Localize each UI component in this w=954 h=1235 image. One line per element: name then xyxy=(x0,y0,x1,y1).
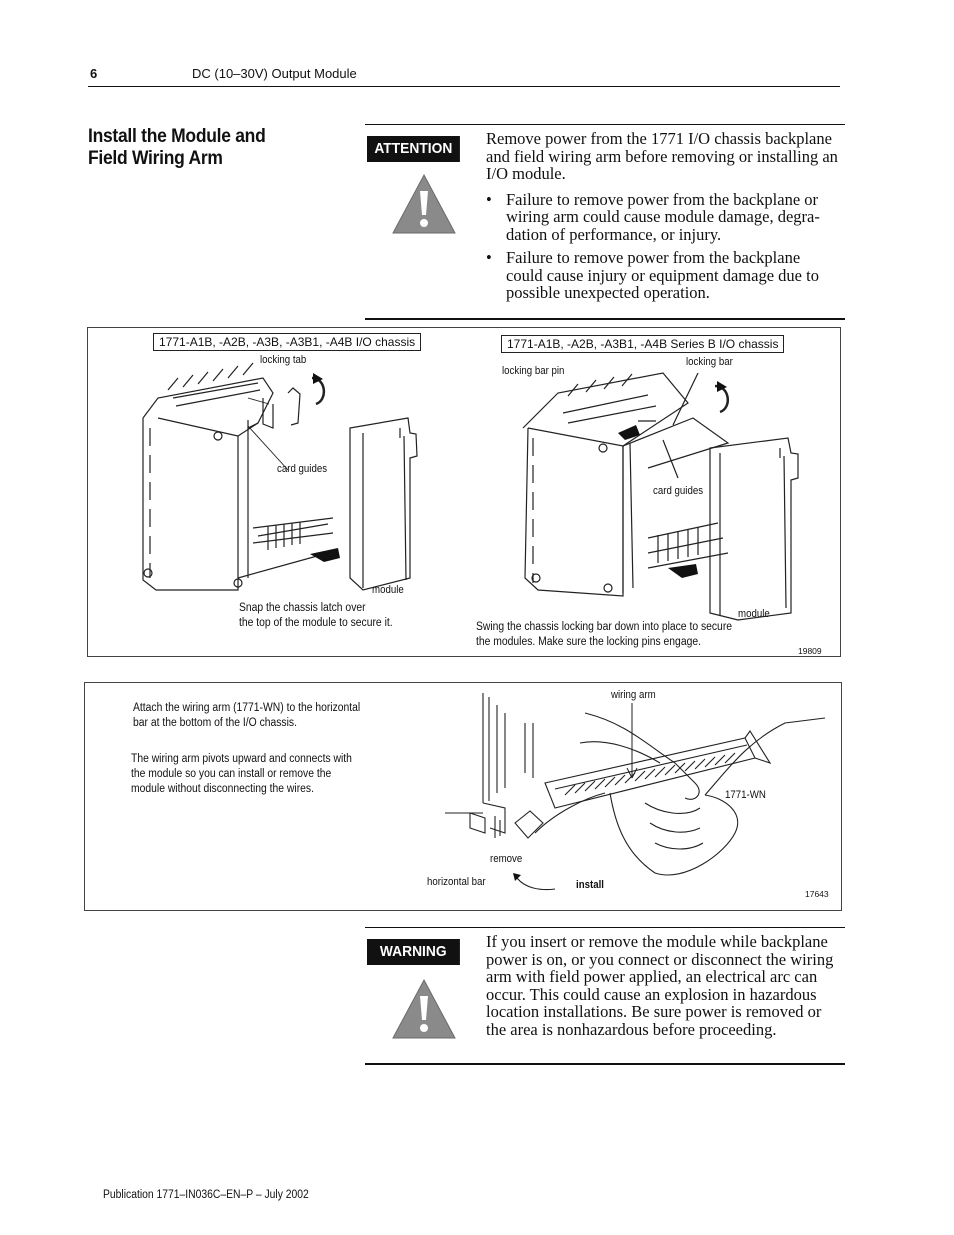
warning-notice: WARNING If you insert or remove the modu… xyxy=(365,927,845,1065)
attention-bullet: Failure to remove power from the backpla… xyxy=(486,190,838,244)
remove-label: remove xyxy=(490,853,523,865)
wiring-arm-instruction: Attach the wiring arm (1771-WN) to the h… xyxy=(133,701,360,731)
attention-bullet-list: Failure to remove power from the backpla… xyxy=(486,190,838,302)
left-chassis-box-label: 1771-A1B, -A2B, -A3B, -A3B1, -A4B I/O ch… xyxy=(153,333,422,351)
warning-triangle-icon xyxy=(392,173,456,234)
description-line: The wiring arm pivots upward and connect… xyxy=(131,753,352,765)
figure-number: 17643 xyxy=(805,889,829,899)
figure-number: 19809 xyxy=(798,646,822,656)
locking-tab-label: locking tab xyxy=(260,354,307,366)
locking-bar-label: locking bar xyxy=(686,356,733,368)
left-caption-line: Snap the chassis latch over xyxy=(239,602,366,614)
instruction-line: Attach the wiring arm (1771-WN) to the h… xyxy=(133,702,361,714)
warning-triangle-icon xyxy=(392,978,456,1039)
horizontal-bar-label: horizontal bar xyxy=(427,876,486,888)
description-line: the module so you can install or remove … xyxy=(131,768,332,780)
module-label: module xyxy=(738,608,770,620)
chassis-figure: 1771-A1B, -A2B, -A3B, -A3B1, -A4B I/O ch… xyxy=(87,327,841,657)
left-chassis-drawing xyxy=(142,362,418,591)
wiring-arm-illustration xyxy=(445,693,826,891)
attention-text: Remove power from the 1771 I/O chassis b… xyxy=(486,130,838,308)
warning-text: If you insert or remove the module while… xyxy=(486,932,834,1039)
publication-footer: Publication 1771–IN036C–EN–P – July 2002 xyxy=(103,1189,309,1201)
attention-intro: Remove power from the 1771 I/O chassis b… xyxy=(486,129,838,183)
page-number: 6 xyxy=(90,66,98,81)
page-header: 6 DC (10–30V) Output Module xyxy=(88,64,840,87)
wiring-arm-figure: Attach the wiring arm (1771-WN) to the h… xyxy=(84,682,842,911)
warning-label: WARNING xyxy=(367,939,460,965)
left-caption: Snap the chassis latch over the top of t… xyxy=(239,601,393,631)
section-title-line2: Field Wiring Arm xyxy=(88,148,223,169)
chassis-illustration xyxy=(142,362,799,621)
running-title: DC (10–30V) Output Module xyxy=(192,66,357,81)
card-guides-label: card guides xyxy=(277,463,328,475)
right-caption: Swing the chassis locking bar down into … xyxy=(476,620,732,650)
module-label: module xyxy=(372,584,404,596)
attention-bullet: Failure to remove power from the backpla… xyxy=(486,249,838,302)
right-caption-line: Swing the chassis locking bar down into … xyxy=(476,621,733,633)
right-caption-line: the modules. Make sure the locking pins … xyxy=(476,636,701,648)
part-number-label: 1771-WN xyxy=(725,789,766,801)
install-label: install xyxy=(576,879,604,891)
section-title-line1: Install the Module and xyxy=(88,126,266,147)
right-chassis-drawing xyxy=(522,372,799,621)
wiring-arm-description: The wiring arm pivots upward and connect… xyxy=(131,752,352,797)
section-title: Install the Module and Field Wiring Arm xyxy=(88,126,300,170)
left-caption-line: the top of the module to secure it. xyxy=(239,617,393,629)
instruction-line: bar at the bottom of the I/O chassis. xyxy=(133,717,297,729)
wiring-arm-label: wiring arm xyxy=(611,689,656,701)
attention-label: ATTENTION xyxy=(367,136,460,162)
card-guides-label: card guides xyxy=(653,485,704,497)
attention-notice: ATTENTION Remove power from the 1771 I/O… xyxy=(365,124,845,320)
right-chassis-box-label: 1771-A1B, -A2B, -A3B1, -A4B Series B I/O… xyxy=(501,335,785,353)
locking-bar-pin-label: locking bar pin xyxy=(502,365,565,377)
description-line: module without disconnecting the wires. xyxy=(131,783,314,795)
